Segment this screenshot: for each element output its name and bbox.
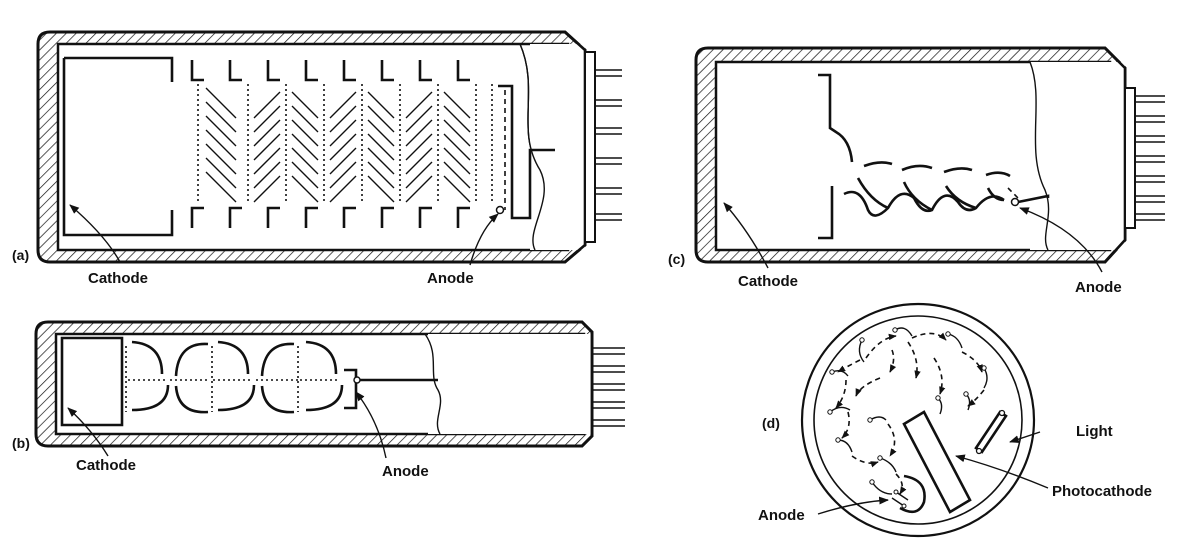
panel-d-photocathode-label: Photocathode <box>1052 483 1152 500</box>
tube-c-pins <box>1135 96 1165 220</box>
panel-b-cathode-label: Cathode <box>76 457 136 474</box>
panel-d-light-label: Light <box>1076 423 1113 440</box>
tube-a-pins <box>595 70 622 220</box>
tube-d-photocathode <box>904 412 970 512</box>
panel-c-anode-label: Anode <box>1075 279 1122 296</box>
tube-b-pins <box>592 348 625 426</box>
tube-d-light-arrow <box>1010 432 1040 442</box>
tube-d-outer-envelope <box>802 304 1034 536</box>
panel-b: (b) Cathode Anode <box>12 322 625 480</box>
panel-c: (c) Cathode Anode <box>668 48 1165 296</box>
panel-d-tag: (d) <box>762 415 780 431</box>
tube-d-photocathode-arrow <box>956 456 1048 488</box>
panel-a-tag: (a) <box>12 247 29 263</box>
panel-b-anode-label: Anode <box>382 463 429 480</box>
panel-b-tag: (b) <box>12 435 30 451</box>
panel-c-cathode-label: Cathode <box>738 273 798 290</box>
panel-d: (d) Light Photocathode Anode <box>758 304 1152 536</box>
panel-a-cathode-label: Cathode <box>88 270 148 287</box>
tube-b-envelope <box>36 322 592 446</box>
panel-a-anode-label: Anode <box>427 270 474 287</box>
tube-d-electron-paths <box>836 333 984 494</box>
tube-c-envelope <box>696 48 1135 262</box>
panel-a: (a) Cathode Anode <box>12 32 622 287</box>
tube-d-anode <box>892 476 925 512</box>
tube-d-window <box>976 412 1006 452</box>
tube-d-inner-envelope <box>814 316 1022 524</box>
panel-d-anode-label: Anode <box>758 507 805 524</box>
panel-c-tag: (c) <box>668 251 685 267</box>
